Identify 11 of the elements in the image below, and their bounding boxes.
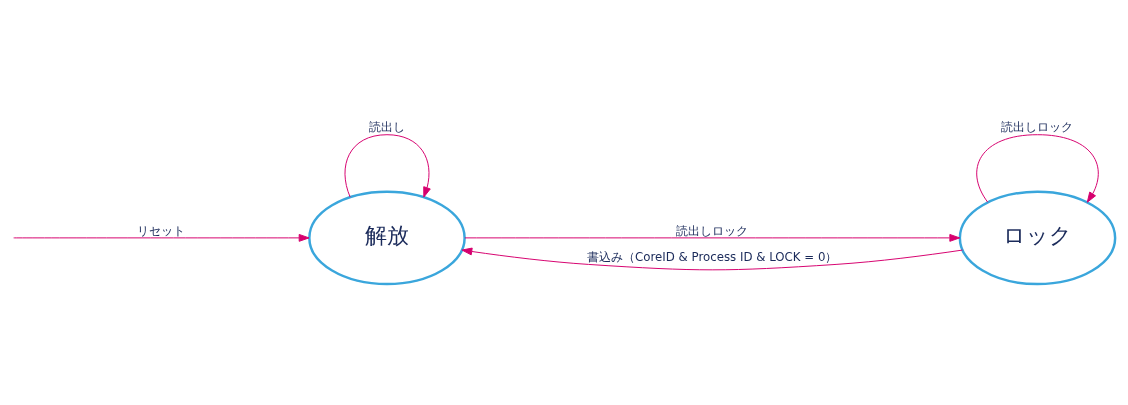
edge-label: 読出し xyxy=(368,119,405,134)
edge-label: リセット xyxy=(137,223,186,238)
edge-label: 読出しロック xyxy=(676,223,749,238)
edge-label: 読出しロック xyxy=(1001,119,1074,134)
arrow xyxy=(461,247,963,270)
arrow xyxy=(13,233,310,242)
edge-label: 書込み（CoreID & Process ID & LOCK = 0） xyxy=(587,249,838,264)
arrow xyxy=(464,233,961,242)
node-ellipse: 解放 xyxy=(308,189,466,285)
arrow xyxy=(976,133,1099,203)
arrow xyxy=(344,133,431,198)
